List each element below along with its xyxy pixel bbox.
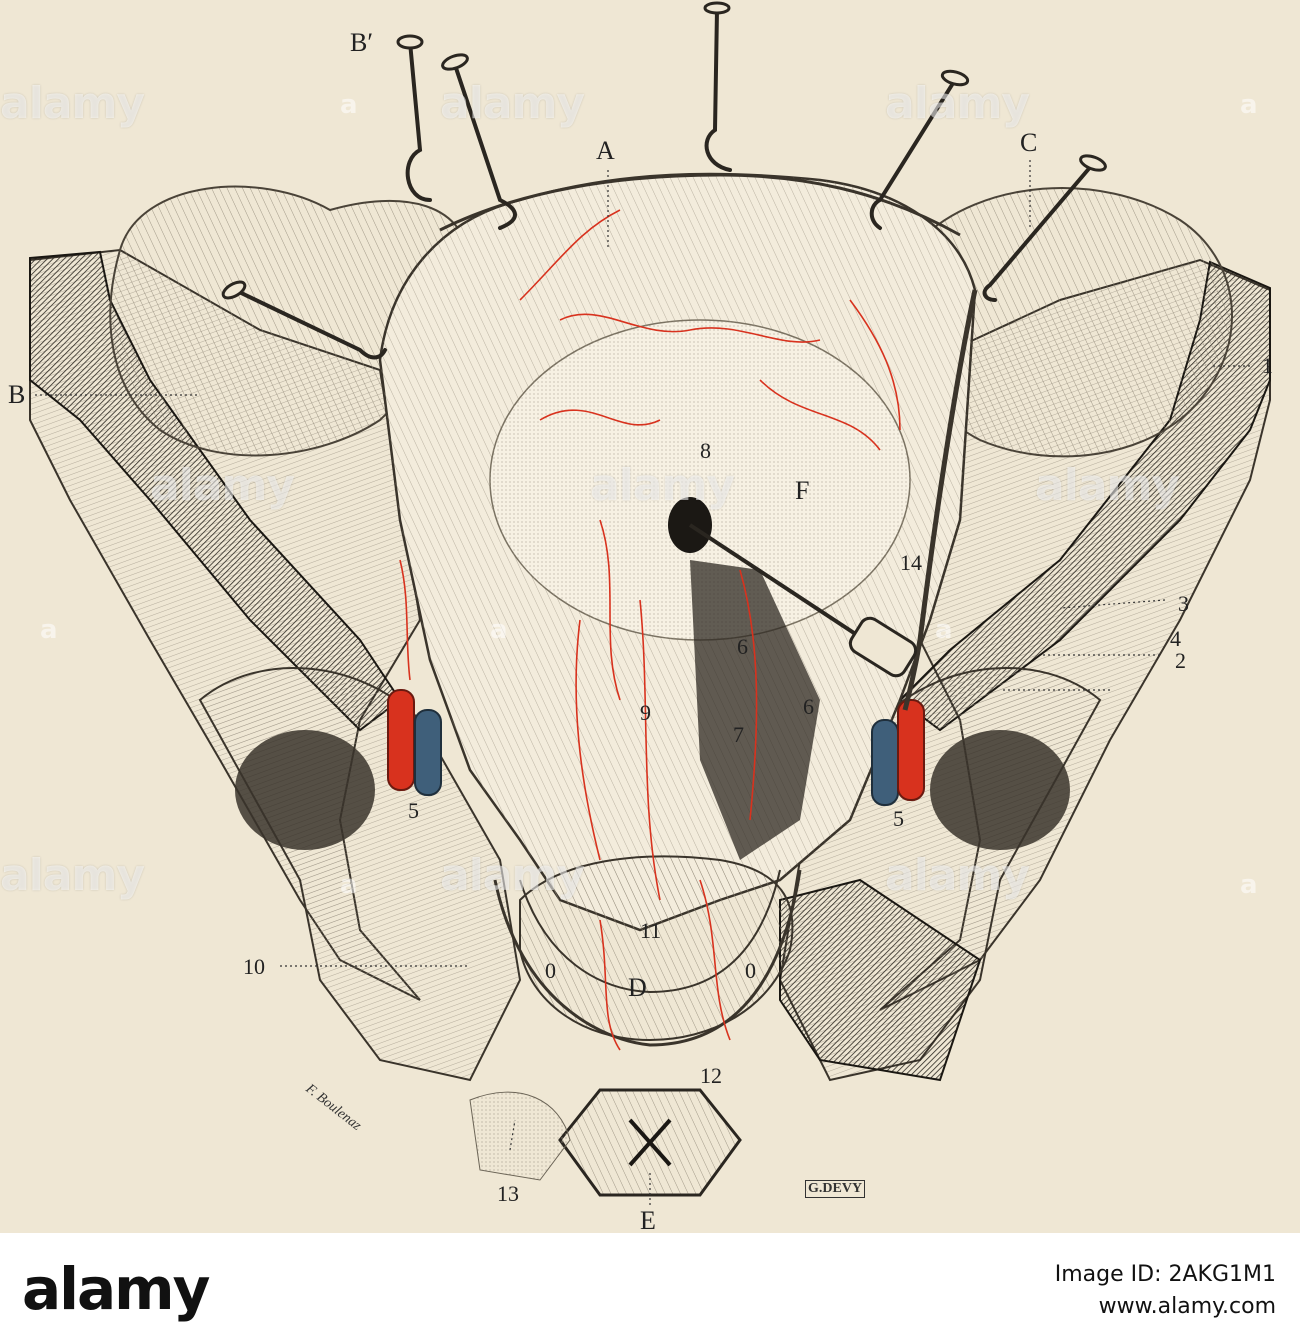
label-2: 2: [1175, 648, 1186, 673]
label-5-right: 5: [893, 806, 904, 831]
label-B: B: [8, 380, 26, 409]
watermark-mark: a: [40, 615, 58, 645]
rectum-D: [519, 855, 794, 1042]
right-iliac-artery: [897, 699, 925, 801]
right-ureter: [902, 289, 978, 711]
probe-handle: [848, 616, 918, 678]
label-12: 12: [700, 1063, 722, 1088]
watermark-text: alamy: [440, 850, 585, 901]
label-4: 4: [1170, 626, 1181, 651]
label-6-right: 6: [803, 694, 814, 719]
watermark-mark: a: [1240, 90, 1258, 120]
watermark-text: alamy: [590, 460, 735, 511]
watermark-text: alamy: [1035, 460, 1180, 511]
site-url: www.alamy.com: [1098, 1293, 1276, 1319]
pin-heads: [221, 1, 1107, 300]
label-D: D: [628, 973, 647, 1002]
label-A: A: [596, 136, 615, 165]
watermark-text: alamy: [150, 460, 295, 511]
label-E: E: [640, 1206, 656, 1234]
watermark-text: alamy: [885, 850, 1030, 901]
watermark-text: alamy: [0, 78, 145, 129]
label-7: 7: [733, 722, 744, 747]
left-iliac-vein: [414, 709, 442, 796]
leader-lines: [35, 160, 1250, 1205]
label-8: 8: [700, 438, 711, 463]
right-obturator-foramen: [930, 730, 1070, 850]
right-cut-block: [779, 878, 982, 1082]
watermark-mark: a: [935, 615, 953, 645]
label-o-left: 0: [545, 958, 556, 983]
label-11: 11: [640, 918, 662, 943]
label-1: 1: [1262, 353, 1273, 378]
watermark-text: alamy: [885, 78, 1030, 129]
label-o-right: 0: [745, 958, 756, 983]
label-B-prime: B′: [350, 28, 374, 57]
left-iliac-artery: [387, 689, 415, 791]
watermark-mark: a: [1240, 870, 1258, 900]
footer-logo: alamy: [22, 1255, 210, 1323]
label-6-left: 6: [737, 634, 748, 659]
blood-vessels: [399, 209, 901, 1051]
label-9: 9: [640, 700, 651, 725]
anatomical-engraving: A B B′ C D E F 1 2 3 4 5 5 6 6 7 8 9 10 …: [0, 0, 1300, 1233]
right-iliac-vein: [871, 719, 899, 806]
label-5-left: 5: [408, 798, 419, 823]
footer-meta: Image ID: 2AKG1M1 www.alamy.com: [1055, 1259, 1276, 1323]
watermark-mark: a: [490, 615, 508, 645]
label-F: F: [795, 476, 810, 505]
watermark-mark: a: [340, 90, 358, 120]
watermark-text: alamy: [0, 850, 145, 901]
watermark-text: alamy: [440, 78, 585, 129]
stock-footer: alamy Image ID: 2AKG1M1 www.alamy.com: [0, 1233, 1300, 1342]
watermark-mark: a: [340, 870, 358, 900]
image-id: Image ID: 2AKG1M1: [1054, 1262, 1276, 1287]
posterior-recess: [690, 560, 820, 860]
label-C: C: [1020, 128, 1038, 157]
engraving-illustration: [29, 1, 1271, 1205]
label-14: 14: [900, 550, 922, 575]
label-13: 13: [497, 1181, 519, 1206]
label-10: 10: [243, 954, 265, 979]
label-3: 3: [1178, 591, 1189, 616]
band-11: [493, 869, 802, 1047]
left-obturator-foramen: [235, 730, 375, 850]
perineal-tissue-13: [469, 1091, 571, 1181]
retaining-pins: [233, 8, 1094, 360]
artist-signature: G.DEVY: [805, 1180, 866, 1198]
